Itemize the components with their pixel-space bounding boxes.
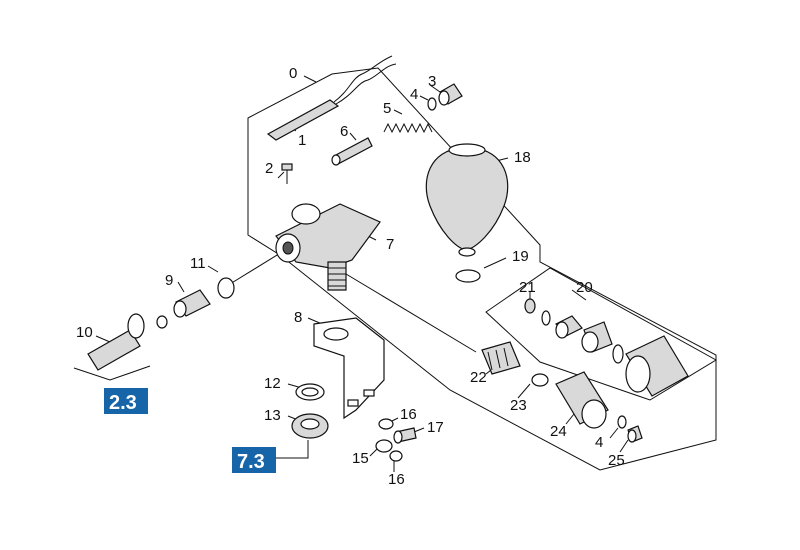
- part-15-washer: [375, 439, 393, 453]
- part-4-oring-b: [617, 415, 627, 429]
- part-20-nut: [555, 315, 583, 339]
- label-9: 9: [165, 272, 173, 289]
- label-4: 4: [410, 86, 418, 103]
- ref-badge-2-3-text: 2.3: [109, 392, 137, 414]
- part-23-oring: [531, 373, 549, 387]
- part-24-cartridge: [555, 371, 609, 429]
- label-20: 20: [576, 279, 593, 296]
- part-1-probe: [266, 55, 397, 141]
- ref-badge-7-3-bg: [232, 447, 276, 473]
- label-8: 8: [294, 309, 302, 326]
- label-22: 22: [470, 369, 487, 386]
- part-10-hose-nipple: [87, 313, 145, 371]
- label-16a: 16: [400, 406, 417, 423]
- ref-badge-7-3[interactable]: 7.3: [232, 447, 276, 473]
- part-20-oring-a: [541, 310, 551, 326]
- part-22-filter: [481, 341, 521, 375]
- part-9-oring: [156, 315, 168, 329]
- label-2: 2: [265, 160, 273, 177]
- label-13: 13: [264, 407, 281, 424]
- label-3: 3: [428, 73, 436, 90]
- part-9-fitting: [173, 289, 211, 318]
- label-24: 24: [550, 423, 567, 440]
- part-17-bolt: [393, 427, 417, 444]
- part-5-spring: [383, 122, 433, 134]
- part-12-ring-inner: [301, 387, 319, 397]
- label-25: 25: [608, 452, 625, 469]
- label-16b: 16: [388, 471, 405, 488]
- label-7: 7: [386, 236, 394, 253]
- part-4-oring: [427, 97, 437, 111]
- part-16-washer-a: [378, 418, 394, 430]
- part-2-screw: [281, 163, 293, 184]
- part-11-oring: [217, 277, 235, 299]
- ref-badge-2-3-bg: [104, 388, 148, 414]
- label-1: 1: [298, 132, 306, 149]
- part-labels: 0 1 2 3 4 5 6 7 8 9 11 10 12 13 15 16 16…: [76, 65, 625, 488]
- label-11: 11: [190, 255, 206, 272]
- part-21-filter: [524, 298, 536, 314]
- part-20-oring-b: [612, 344, 624, 364]
- part-3-cap: [438, 83, 463, 106]
- part-7-housing: [275, 203, 381, 291]
- part-25-plug: [627, 425, 643, 443]
- label-17: 17: [427, 419, 444, 436]
- part-6-pin: [331, 137, 373, 166]
- ref-badge-2-3[interactable]: 2.3: [104, 388, 148, 414]
- part-16-washer-b: [389, 450, 403, 462]
- label-4b: 4: [595, 434, 603, 451]
- part-8-bracket: [313, 317, 385, 420]
- label-0: 0: [289, 65, 297, 82]
- label-19: 19: [512, 248, 529, 265]
- ref-badge-7-3-text: 7.3: [237, 451, 265, 473]
- part-20-seat: [581, 321, 613, 353]
- label-21: 21: [519, 279, 536, 296]
- part-19-oring: [455, 269, 481, 283]
- assembly-outline: [247, 67, 717, 471]
- part-18-accumulator: [425, 143, 509, 257]
- label-10: 10: [76, 324, 93, 341]
- label-15: 15: [352, 450, 369, 467]
- label-23: 23: [510, 397, 527, 414]
- part-20-housing: [625, 335, 689, 397]
- label-6: 6: [340, 123, 348, 140]
- label-12: 12: [264, 375, 281, 392]
- label-18: 18: [514, 149, 531, 166]
- part-13-nut-hole: [300, 418, 320, 430]
- sub-assembly-outline: [485, 267, 717, 401]
- label-5: 5: [383, 100, 391, 117]
